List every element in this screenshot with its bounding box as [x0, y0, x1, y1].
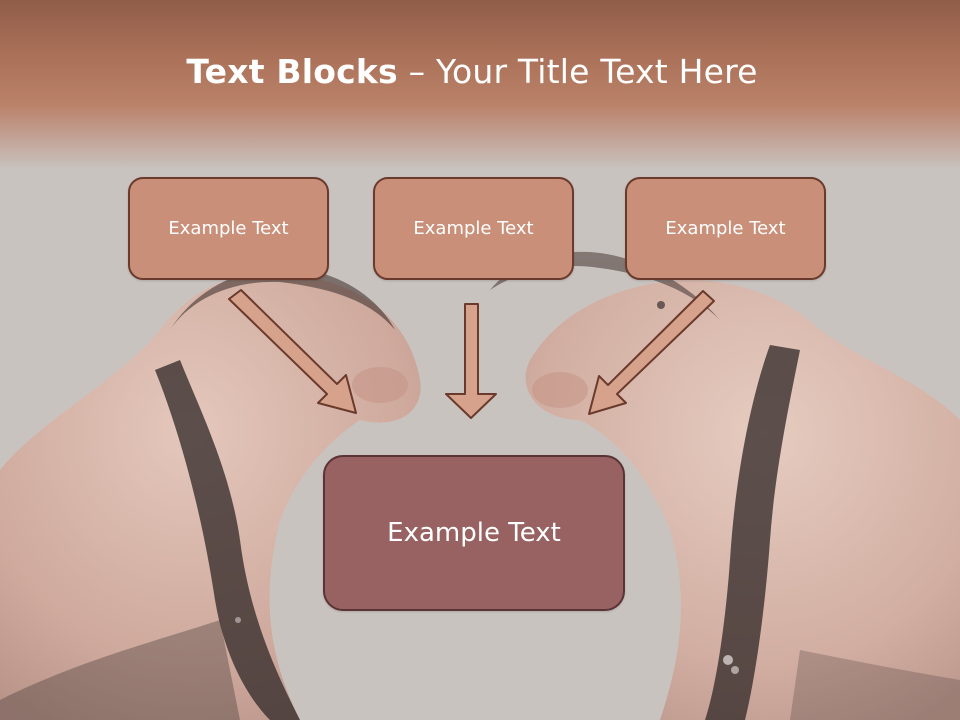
main-text-box-label: Example Text: [387, 518, 561, 548]
header-band: [0, 0, 960, 170]
text-box-3-label: Example Text: [665, 218, 786, 239]
text-box-2[interactable]: Example Text: [373, 177, 574, 280]
slide-title: Text Blocks – Your Title Text Here: [0, 52, 944, 91]
main-text-box[interactable]: Example Text: [323, 455, 625, 611]
text-box-1[interactable]: Example Text: [128, 177, 329, 280]
text-box-3[interactable]: Example Text: [625, 177, 826, 280]
text-box-2-label: Example Text: [413, 218, 534, 239]
title-bold: Text Blocks: [186, 52, 398, 91]
title-rest: – Your Title Text Here: [397, 52, 758, 91]
text-box-1-label: Example Text: [168, 218, 289, 239]
